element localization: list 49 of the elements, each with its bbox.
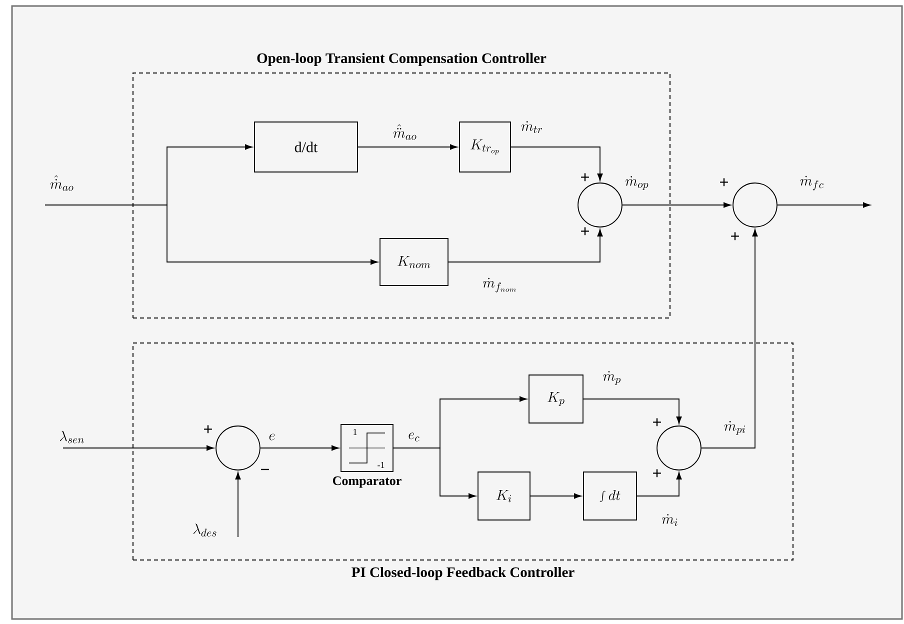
block-box: d/dt [254, 122, 358, 172]
sign-label: + [581, 173, 589, 182]
arrow [448, 229, 603, 262]
sign-label: + [653, 418, 661, 426]
arrow [701, 229, 758, 448]
sign-label: + [731, 232, 739, 240]
sign-label: + [720, 178, 728, 186]
node-label: Comparator [332, 476, 402, 488]
edge-label: $\hat{\dot{m}}_{ao}$ [50, 175, 74, 191]
arrow [358, 144, 458, 150]
summing-junction [216, 426, 260, 470]
block-box: $K_i$ [478, 472, 530, 520]
edge-label: $\hat{\ddot{m}}_{ao}$ [393, 124, 416, 140]
arrow [510, 146, 603, 181]
edge-label: $\dot{m}_{tr}$ [521, 121, 542, 133]
arrow [622, 202, 731, 208]
edge-label: $\dot{m}_p$ [603, 371, 621, 385]
arrow [235, 472, 241, 538]
arrow [44, 204, 378, 265]
edge-label: $\lambda_{des}$ [193, 524, 216, 536]
block-box: $K_{nom}$ [380, 238, 448, 286]
sign-label: + [204, 425, 212, 434]
summing-junction [732, 182, 778, 228]
edge-label: $\dot{m}_i$ [662, 514, 678, 526]
axis-value: 1 [354, 429, 357, 435]
edge-label: $e$ [269, 434, 275, 440]
node-label: Open-loop Transient Compensation Controller [257, 52, 546, 66]
arrow [530, 493, 582, 499]
edge-label: $\lambda_{sen}$ [60, 430, 84, 444]
edge-label: $\dot{m}_{f_{nom}}$ [483, 278, 516, 292]
sign-label: + [653, 469, 661, 478]
sign-label: + [581, 227, 589, 236]
edge-label: $\dot{m}_{fc}$ [800, 176, 824, 190]
summing-junction [578, 182, 622, 228]
arrow [777, 202, 870, 208]
edge-label: $\dot{m}_{pi}$ [724, 421, 745, 435]
arrow [393, 448, 476, 499]
arrow [636, 472, 682, 496]
arrow [583, 398, 682, 424]
summing-junction [656, 426, 702, 470]
block-box: $K_p$ [528, 374, 584, 424]
axis-value: -1 [378, 462, 384, 468]
edge-label: $e_c$ [408, 432, 420, 442]
arrow [260, 445, 339, 451]
edge-label: $\dot{m}_{op}$ [626, 176, 648, 190]
block-box: $\int dt$ [583, 472, 637, 520]
arrow [62, 445, 214, 451]
node-label: PI Closed-loop Feedback Controller [352, 566, 574, 580]
block-box: $K_{tr_{op}}$ [459, 122, 511, 172]
